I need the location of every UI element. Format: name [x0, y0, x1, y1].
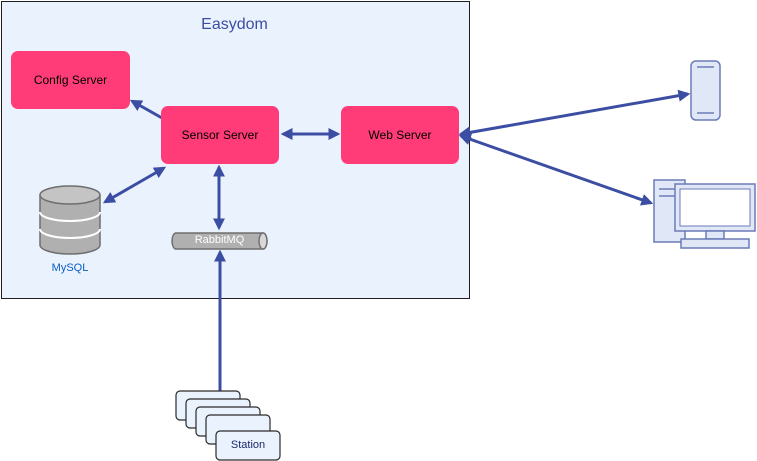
web-server-node: Web Server	[341, 106, 459, 164]
sensor-server-node: Sensor Server	[161, 106, 279, 164]
config-server-node: Config Server	[11, 51, 130, 109]
container-title: Easydom	[201, 16, 268, 33]
edge-sensor-mysql	[102, 166, 167, 204]
sensor-server-label: Sensor Server	[181, 128, 259, 142]
database-icon	[39, 185, 101, 255]
config-server-label: Config Server	[33, 73, 108, 87]
mobile-phone-icon	[690, 60, 721, 121]
edge-web-desktop	[458, 133, 654, 206]
edge-sensor-to-config	[129, 99, 163, 120]
desktop-computer-icon	[653, 179, 756, 249]
rabbitmq-label: RabbitMQ	[194, 234, 245, 246]
station-stack	[175, 390, 281, 461]
edge-web-phone	[458, 89, 691, 139]
mysql-label: MySQL	[51, 262, 89, 274]
station-label: Station	[230, 439, 266, 451]
cylinder-queue-icon	[171, 232, 268, 250]
web-server-label: Web Server	[368, 128, 432, 142]
